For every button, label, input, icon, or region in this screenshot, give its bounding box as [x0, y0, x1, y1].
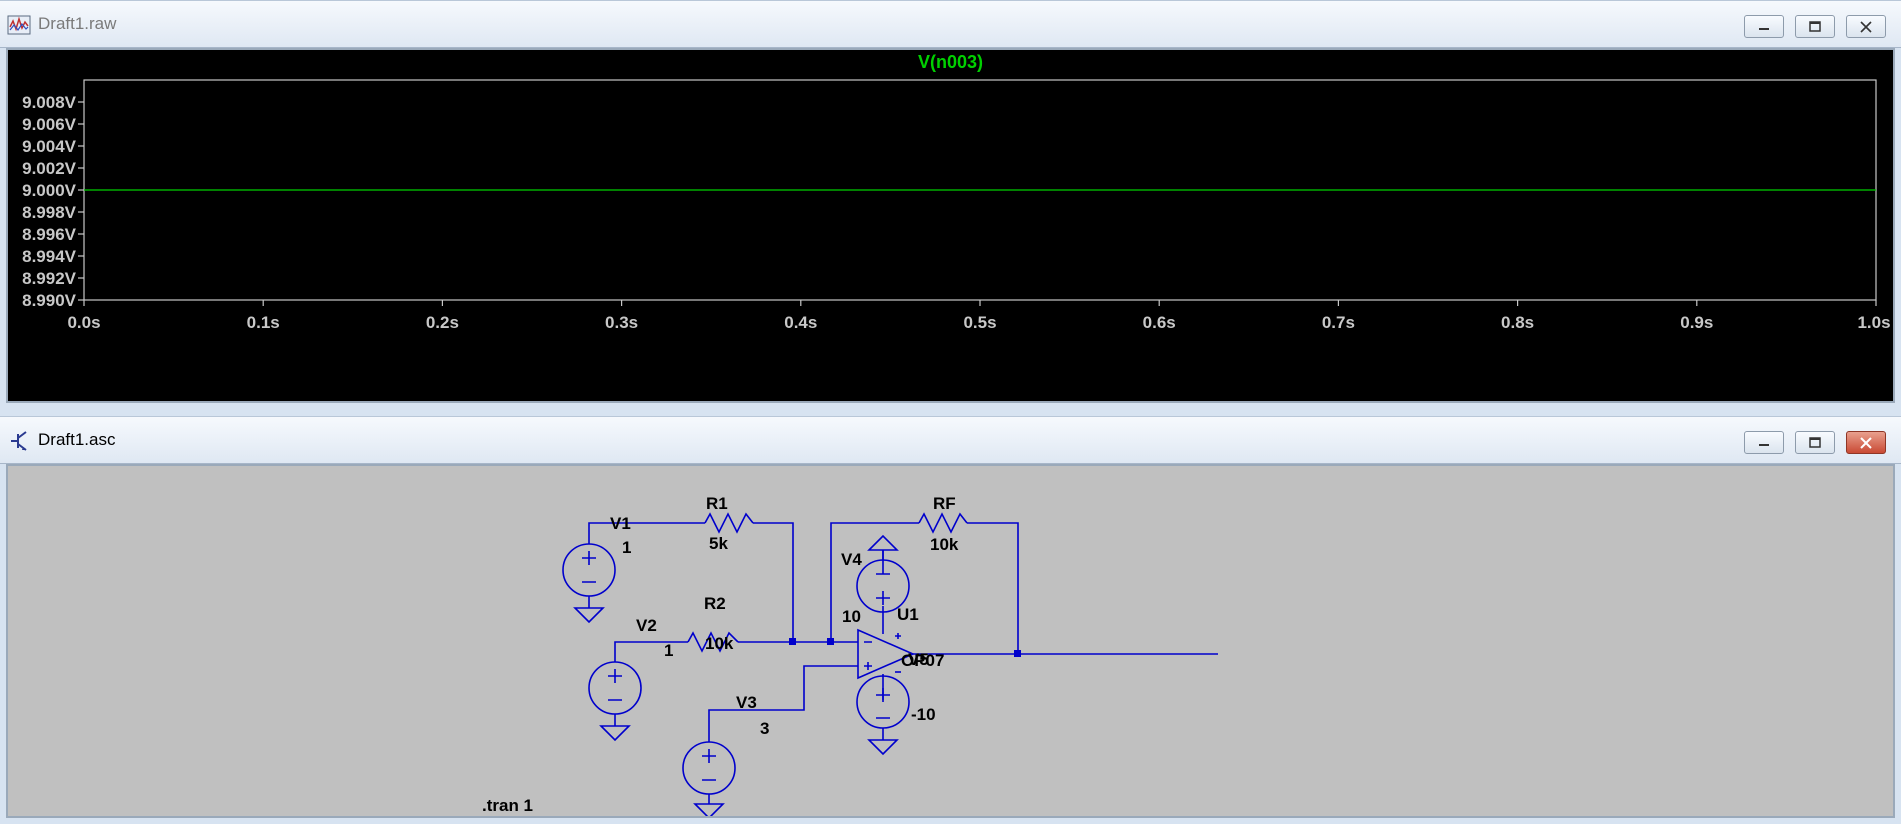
y-tick-label: 8.990V	[22, 291, 77, 310]
y-tick-label: 8.998V	[22, 203, 77, 222]
x-tick-label: 0.5s	[963, 313, 996, 332]
junction-dot	[1014, 650, 1021, 657]
y-tick-label: 9.002V	[22, 159, 77, 178]
waveform-viewer-icon	[7, 15, 31, 35]
schematic-drawing[interactable]: V1 1 R1 5k RF 10k V4 10 U1 R2 10k V2 1 O…	[8, 466, 1893, 816]
x-tick-label: 0.6s	[1143, 313, 1176, 332]
ground-icon	[574, 599, 604, 623]
x-tick-label: 0.1s	[247, 313, 280, 332]
x-tick-label: 0.8s	[1501, 313, 1534, 332]
y-tick-label: 9.006V	[22, 115, 77, 134]
x-tick-label: 0.2s	[426, 313, 459, 332]
resistor-rf[interactable]	[918, 512, 968, 534]
trace-label[interactable]: V(n003)	[917, 52, 984, 72]
x-tick-label: 0.9s	[1680, 313, 1713, 332]
close-button[interactable]	[1846, 431, 1886, 454]
v1-name[interactable]: V1	[610, 514, 631, 533]
y-tick-label: 9.000V	[22, 181, 77, 200]
v2-value[interactable]: 1	[664, 641, 673, 660]
schematic-titlebar[interactable]: Draft1.asc	[0, 416, 1901, 464]
minimize-icon	[1759, 443, 1769, 446]
schematic-canvas[interactable]: V1 1 R1 5k RF 10k V4 10 U1 R2 10k V2 1 O…	[6, 464, 1895, 818]
minimize-button[interactable]	[1744, 15, 1784, 38]
minimize-icon	[1759, 27, 1769, 30]
v5-value[interactable]: -10	[911, 705, 936, 724]
x-tick-label: 0.4s	[784, 313, 817, 332]
wires	[588, 522, 1218, 742]
schematic-editor-icon	[11, 431, 27, 451]
spice-directive[interactable]: .tran 1	[482, 796, 533, 815]
x-tick-label: 0.7s	[1322, 313, 1355, 332]
r1-value[interactable]: 5k	[709, 534, 728, 553]
voltage-source-v3[interactable]	[682, 741, 736, 795]
junction-dot	[827, 638, 834, 645]
v2-name[interactable]: V2	[636, 616, 657, 635]
r1-name[interactable]: R1	[706, 494, 728, 513]
schematic-window: Draft1.asc	[0, 416, 1901, 824]
waveform-titlebar[interactable]: Draft1.raw	[0, 0, 1901, 48]
maximize-button[interactable]	[1795, 15, 1835, 38]
x-tick-label: 0.0s	[67, 313, 100, 332]
waveform-plot[interactable]: 9.008V 9.006V 9.004V 9.002V 9.000V 8.998V 8.99…	[8, 50, 1893, 401]
rf-name[interactable]: RF	[933, 494, 956, 513]
resistor-r1[interactable]	[704, 512, 754, 534]
maximize-icon	[1809, 436, 1821, 448]
r2-name[interactable]: R2	[704, 594, 726, 613]
v4-name[interactable]: V4	[841, 550, 862, 569]
opamp-u1[interactable]	[857, 628, 916, 680]
x-tick-label: 0.3s	[605, 313, 638, 332]
ground-icon	[694, 795, 724, 816]
waveform-window-title: Draft1.raw	[38, 14, 117, 33]
schematic-window-title: Draft1.asc	[38, 430, 116, 449]
y-tick-label: 8.996V	[22, 225, 77, 244]
plot-pane[interactable]: V(n003) 9.008V 9.006V 9.004V 9.002V 9.000V 8.…	[6, 48, 1895, 403]
junction-dot	[789, 638, 796, 645]
maximize-button[interactable]	[1795, 431, 1835, 454]
close-icon	[1860, 436, 1872, 449]
v3-value[interactable]: 3	[760, 719, 769, 738]
voltage-source-v2[interactable]	[588, 661, 642, 715]
v5-name[interactable]: V5	[908, 650, 929, 669]
u1-name[interactable]: U1	[897, 605, 919, 624]
close-icon	[1860, 20, 1872, 33]
y-tick-label: 8.994V	[22, 247, 77, 266]
v4-value[interactable]: 10	[842, 607, 861, 626]
voltage-source-v1[interactable]	[562, 543, 616, 597]
ground-icon	[868, 731, 898, 755]
close-button[interactable]	[1846, 15, 1886, 38]
resistor-r2[interactable]	[687, 631, 739, 653]
rf-value[interactable]: 10k	[930, 535, 959, 554]
minimize-button[interactable]	[1744, 431, 1784, 454]
r2-value[interactable]: 10k	[705, 634, 734, 653]
y-tick-label: 9.004V	[22, 137, 77, 156]
y-tick-label: 8.992V	[22, 269, 77, 288]
v1-value[interactable]: 1	[622, 538, 631, 557]
y-tick-label: 9.008V	[22, 93, 77, 112]
ground-icon	[867, 534, 899, 560]
maximize-icon	[1809, 20, 1821, 32]
v3-name[interactable]: V3	[736, 693, 757, 712]
ground-icon	[600, 717, 630, 741]
u1-model[interactable]: OP07	[901, 651, 944, 670]
x-tick-label: 1.0s	[1857, 313, 1890, 332]
